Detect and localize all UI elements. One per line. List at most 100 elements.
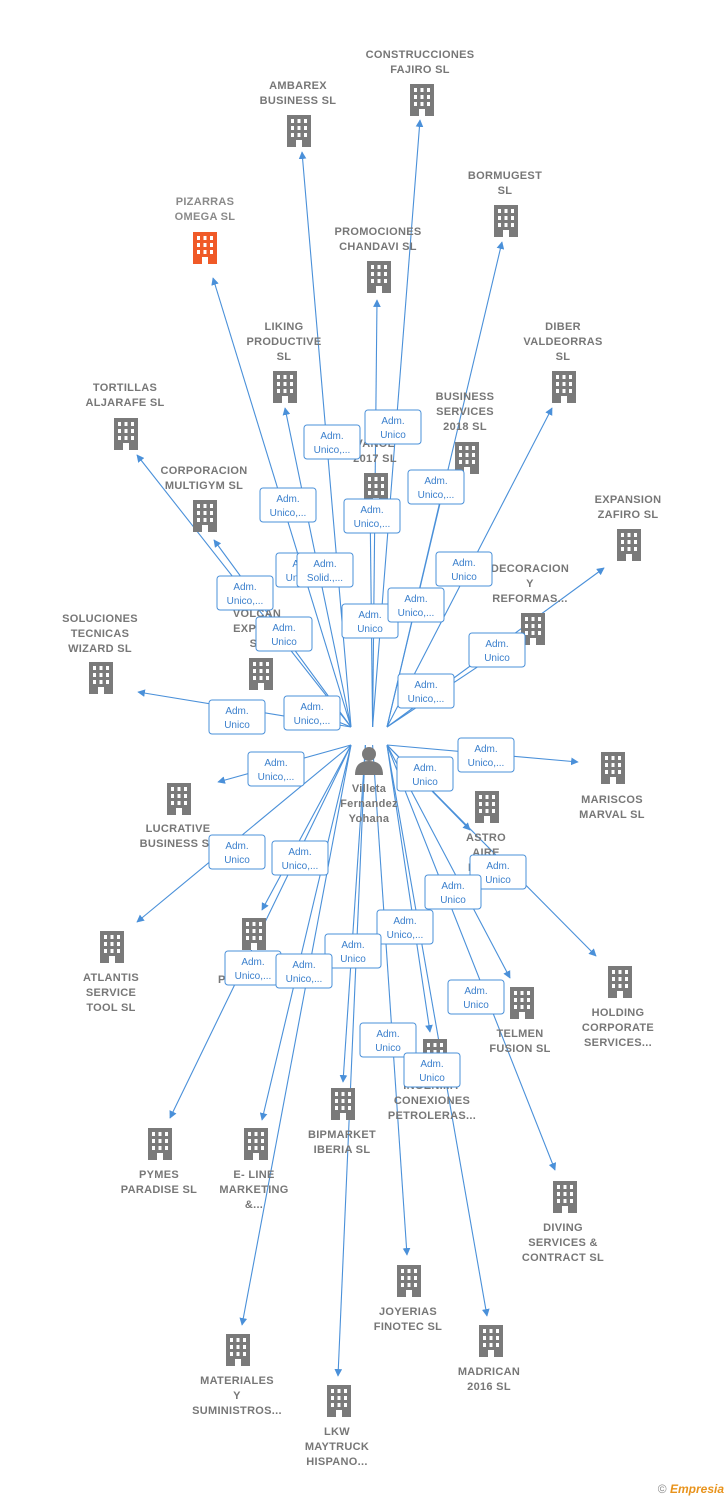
relation-badge[interactable]: Adm.Unico xyxy=(435,551,493,587)
relation-badge-box xyxy=(468,632,526,668)
relation-badge[interactable]: Adm.Unico xyxy=(447,979,505,1015)
relation-badge[interactable]: Adm.Unico xyxy=(255,616,313,652)
relation-badge-box xyxy=(397,673,455,709)
relation-badge[interactable]: Adm. Unico,... xyxy=(457,737,515,773)
relation-badge-box xyxy=(259,487,317,523)
copyright-symbol: © xyxy=(657,1482,667,1496)
company-label: 2016 SL xyxy=(467,1381,511,1393)
center-name-line: Fernandez xyxy=(340,798,398,810)
relation-badge[interactable]: Adm.Unico,... xyxy=(283,695,341,731)
company-node[interactable]: DECORACIONYREFORMAS... xyxy=(491,563,569,645)
relation-badge-box xyxy=(208,834,266,870)
relation-badge-box xyxy=(447,979,505,1015)
relation-label: Unico,... xyxy=(387,930,424,941)
relation-badge[interactable]: Adm.Unico xyxy=(208,699,266,735)
relation-label: Adm. xyxy=(474,744,497,755)
relation-label: Unico xyxy=(380,430,406,441)
relation-badge[interactable]: Adm.Unico xyxy=(469,854,527,890)
relation-label: Adm. xyxy=(292,960,315,971)
relation-badge[interactable]: Adm.Unico xyxy=(341,603,399,639)
relation-badge[interactable]: Adm.Unico,... xyxy=(216,575,274,611)
relation-badge[interactable]: Adm.Unico xyxy=(396,756,454,792)
relation-badge[interactable]: Adm.Unico,... xyxy=(247,751,305,787)
building-icon xyxy=(327,1385,351,1417)
company-label: BUSINESS SL xyxy=(260,95,337,107)
edge-c24 xyxy=(339,744,366,1083)
company-label: DIBER xyxy=(545,321,581,333)
relation-label: Adm. xyxy=(360,505,383,516)
edge-c29 xyxy=(386,744,490,1317)
relation-badge[interactable]: Adm.Unico,... xyxy=(303,424,361,460)
relation-badge[interactable]: Adm.Unico xyxy=(324,933,382,969)
company-label: BUSINESS SL xyxy=(140,838,217,850)
edge-c23 xyxy=(386,744,433,1033)
relation-label: Unico xyxy=(224,855,250,866)
relation-badge[interactable]: Adm.Solid.,... xyxy=(296,552,354,588)
center-person[interactable]: Villeta Fernandez Yohana xyxy=(340,747,398,825)
relation-label: Adm. xyxy=(288,847,311,858)
relation-badge[interactable]: Adm.Unico xyxy=(424,874,482,910)
relation-badge[interactable]: Adm. Unico,... xyxy=(271,840,329,876)
relation-badge[interactable]: Adm.Unico xyxy=(208,834,266,870)
relation-label: Unico,... xyxy=(282,861,319,872)
relation-badge[interactable]: Adm.Unico,... xyxy=(397,673,455,709)
company-label: BORMUGEST xyxy=(468,170,542,182)
relation-label: Adm. xyxy=(341,940,364,951)
company-node[interactable]: LKWMAYTRUCKHISPANO... xyxy=(305,1385,369,1468)
relation-label: Adm. xyxy=(320,431,343,442)
relation-badge[interactable]: Adm.Unico,... xyxy=(407,469,465,505)
company-label: TECNICAS xyxy=(71,628,130,640)
relation-badge[interactable]: Adm.Unico,... xyxy=(275,953,333,989)
relation-badge[interactable]: Adm.Unico,... xyxy=(376,909,434,945)
company-node[interactable]: E- LINEMARKETING&... xyxy=(219,1128,288,1211)
company-node[interactable]: MATERIALESYSUMINISTROS... xyxy=(192,1334,282,1417)
company-node[interactable]: HOLDINGCORPORATESERVICES... xyxy=(582,966,654,1049)
relation-badge-box xyxy=(275,953,333,989)
company-label: OMEGA SL xyxy=(175,211,236,223)
company-label: TELMEN xyxy=(496,1028,543,1040)
relation-badge[interactable]: Adm.Unico xyxy=(468,632,526,668)
relation-label: Adm. xyxy=(225,706,248,717)
company-label: MARKETING xyxy=(219,1184,288,1196)
relation-badge-box xyxy=(457,737,515,773)
relation-badge[interactable]: Adm.Unico xyxy=(364,409,422,445)
relation-badge[interactable]: Adm.Unico,... xyxy=(224,950,282,986)
relation-badge[interactable]: Adm. Unico,... xyxy=(343,498,401,534)
company-label: PARADISE SL xyxy=(121,1184,197,1196)
relation-badge-box xyxy=(424,874,482,910)
relation-label: Unico xyxy=(357,624,383,635)
relation-label: Unico,... xyxy=(354,519,391,530)
relation-badge[interactable]: Adm.Unico xyxy=(403,1052,461,1088)
relation-label: Adm. xyxy=(272,623,295,634)
relation-label: Unico xyxy=(484,653,510,664)
building-icon xyxy=(601,752,625,784)
relation-badge[interactable]: Adm.Unico xyxy=(359,1022,417,1058)
relation-badge[interactable]: Adm.Unico,... xyxy=(259,487,317,523)
edge-c31 xyxy=(334,744,366,1377)
company-label: HISPANO... xyxy=(306,1456,367,1468)
company-label: 2018 SL xyxy=(443,421,487,433)
relation-badge[interactable]: Adm.Unico,... xyxy=(387,587,445,623)
relation-label: Unico,... xyxy=(468,758,505,769)
